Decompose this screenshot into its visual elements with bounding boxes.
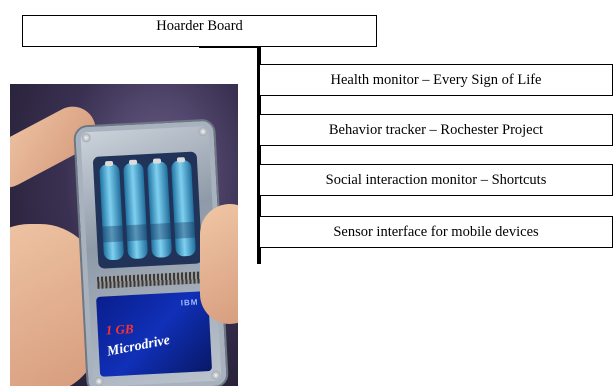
fingers [200,204,238,324]
child-node-sensor-interface: Sensor interface for mobile devices [259,216,613,248]
battery-bay [92,151,203,269]
child-node-label: Behavior tracker – Rochester Project [328,121,544,138]
card-connector [96,271,206,289]
root-node-hoarder-board: Hoarder Board [22,15,377,47]
connector-trunk [257,46,261,264]
screw-icon [198,126,208,137]
device-photo: IBM 1 GB Microdrive [10,84,238,386]
screw-icon [211,370,221,381]
battery [147,161,173,258]
battery [123,162,149,260]
child-node-label: Sensor interface for mobile devices [333,223,539,240]
battery [171,159,197,257]
child-node-social-interaction-monitor: Social interaction monitor – Shortcuts [259,164,613,196]
child-node-health-monitor: Health monitor – Every Sign of Life [259,64,613,96]
card-capacity-label: 1 GB [105,321,134,338]
screw-icon [94,376,104,386]
child-node-label: Social interaction monitor – Shortcuts [325,171,547,188]
child-node-label: Health monitor – Every Sign of Life [330,71,542,88]
card-brand-label: IBM [180,297,199,308]
connector-stub [199,46,260,48]
child-node-behavior-tracker: Behavior tracker – Rochester Project [259,114,613,146]
microdrive-card: IBM 1 GB Microdrive [96,291,213,377]
screw-icon [81,132,91,143]
root-node-label: Hoarder Board [156,18,243,34]
battery [99,163,125,261]
